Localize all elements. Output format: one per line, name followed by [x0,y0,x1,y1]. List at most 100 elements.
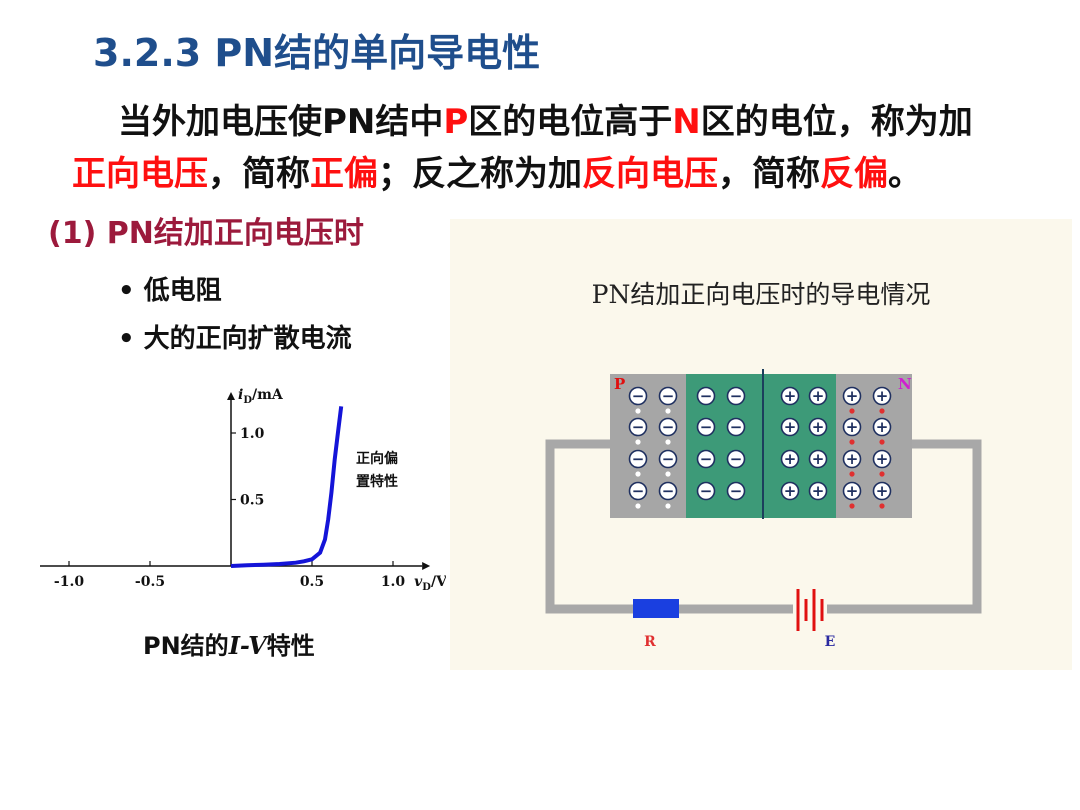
acceptor-ion: − [658,481,678,501]
y-axis-label: iD/mA [238,387,284,406]
acceptor-ion: − [628,386,648,406]
svg-text:+: + [812,450,825,468]
acceptor-ion: − [726,417,746,437]
resistor [633,599,679,618]
svg-text:−: − [700,418,713,436]
acceptor-ion: − [628,481,648,501]
svg-text:−: − [662,418,675,436]
hole-dot [635,471,641,477]
circuit-title: PN结加正向电压时的导电情况 [591,280,931,309]
bullet-item: • 低电阻 [118,276,222,306]
intro-text: 区的电位，称为加 [700,102,973,142]
svg-text:−: − [730,387,743,405]
intro-line-1: 当外加电压使PN结中P区的电位高于N区的电位，称为加 [72,96,1032,148]
highlight-text: P [443,102,469,142]
svg-text:−: − [662,482,675,500]
y-axis-subscript: D [243,395,252,406]
donor-ion: + [872,386,892,406]
donor-ion: + [780,386,800,406]
y-axis-arrow [227,392,235,400]
acceptor-ion: − [696,449,716,469]
curve-label-line1: 正向偏 [356,450,398,467]
donor-ion: + [808,386,828,406]
x-axis-subscript: D [422,582,431,593]
svg-text:+: + [846,482,859,500]
svg-text:−: − [632,418,645,436]
svg-text:+: + [846,387,859,405]
x-tick-label: 0.5 [300,574,324,590]
hole-dot [635,503,641,509]
x-tick-label: -1.0 [54,574,84,590]
acceptor-ion: − [658,417,678,437]
bullet-text: 低电阻 [143,276,222,306]
electron-dot [879,408,885,414]
svg-text:−: − [632,482,645,500]
donor-ion: + [780,417,800,437]
slide-title: 3.2.3 PN结的单向导电性 [93,31,541,75]
svg-text:+: + [846,450,859,468]
highlight-text: 反偏 [820,154,888,194]
donor-ion: + [780,481,800,501]
svg-text:+: + [812,387,825,405]
donor-ion: + [842,417,862,437]
y-axis-symbol: i [238,387,243,403]
donor-ion: + [842,481,862,501]
donor-ion: + [872,481,892,501]
svg-text:+: + [846,418,859,436]
donor-ion: + [780,449,800,469]
electron-dot [849,439,855,445]
iv-caption-prefix: PN结的 [143,632,229,660]
x-axis-arrow [422,562,431,570]
highlight-text: 正向电压 [72,154,208,194]
hole-dot [665,439,671,445]
section-heading: (1) PN结加正向电压时 [48,216,364,251]
bullet-text: 大的正向扩散电流 [143,324,352,354]
svg-text:+: + [784,418,797,436]
donor-ion: + [808,481,828,501]
hole-dot [665,471,671,477]
acceptor-ion: − [726,481,746,501]
intro-text: ；反之称为加 [378,154,582,194]
battery [793,589,827,631]
highlight-text: 反向电压 [582,154,718,194]
hole-dot [635,439,641,445]
acceptor-ion: − [696,386,716,406]
x-axis-label: vD/V [414,574,446,593]
electron-dot [879,471,885,477]
svg-text:−: − [662,387,675,405]
donor-ion: + [808,417,828,437]
electron-dot [879,503,885,509]
svg-text:−: − [632,450,645,468]
hole-dot [635,408,641,414]
donor-ion: + [872,449,892,469]
svg-text:+: + [876,418,889,436]
battery-label: E [825,634,836,650]
intro-text: 区的电位高于 [468,102,673,142]
svg-text:+: + [812,418,825,436]
svg-text:−: − [700,482,713,500]
intro-line-2: 正向电压，简称正偏；反之称为加反向电压，简称反偏。 [72,148,1032,200]
svg-text:+: + [876,387,889,405]
x-tick-label: 1.0 [381,574,406,590]
donor-ion: + [842,449,862,469]
donor-ion: + [842,386,862,406]
n-label: N [898,375,912,393]
y-axis-unit: /mA [252,387,284,403]
acceptor-ion: − [696,417,716,437]
iv-curve [230,406,344,568]
iv-caption: PN结的I-V特性 [143,626,315,661]
svg-text:−: − [730,482,743,500]
curve-label-line2: 置特性 [356,473,398,490]
acceptor-ion: − [628,449,648,469]
svg-text:−: − [730,450,743,468]
electron-dot [849,503,855,509]
electron-dot [849,408,855,414]
svg-text:−: − [632,387,645,405]
donor-ion: + [872,417,892,437]
electron-dot [849,471,855,477]
p-label: P [614,375,625,393]
svg-text:−: − [662,450,675,468]
